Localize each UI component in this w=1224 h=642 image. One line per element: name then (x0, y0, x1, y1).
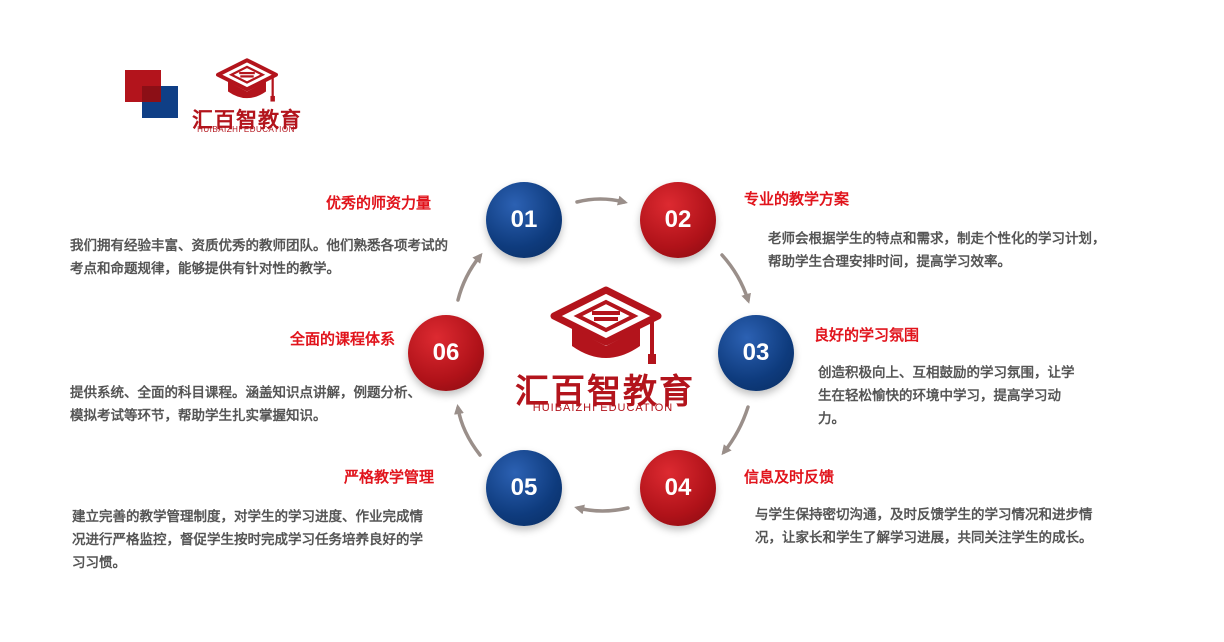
step-desc-06: 提供系统、全面的科目课程。涵盖知识点讲解，例题分析、模拟考试等环节，帮助学生扎实… (70, 385, 421, 424)
step-desc-04: 与学生保持密切沟通，及时反馈学生的学习情况和进步情况，让家长和学生了解学习进展，… (755, 507, 1093, 546)
logo-subtitle-center: HUIBAIZHI EDUCATION (532, 402, 674, 414)
step-desc-01: 我们拥有经验丰富、资质优秀的教师团队。他们熟悉各项考试的考点和命题规律，能够提供… (70, 238, 448, 277)
step-title-05: 严格教学管理 (344, 468, 435, 486)
step-circle-05: 05 (486, 450, 562, 526)
arrow-05-06 (454, 404, 482, 457)
logo-subtitle-small: HUIBAIZHI EDUCATION (197, 125, 295, 134)
step-circle-01: 01 (486, 182, 562, 258)
arrow-04-05 (574, 504, 630, 515)
step-title-02: 专业的教学方案 (744, 190, 850, 208)
step-circle-03: 03 (718, 315, 794, 391)
step-desc-02: 老师会根据学生的特点和需求，制走个性化的学习计划，帮助学生合理安排时间，提高学习… (768, 231, 1106, 270)
step-title-03: 良好的学习氛围 (814, 326, 920, 344)
arrow-06-01 (456, 252, 483, 302)
graduation-cap-logo-icon (216, 58, 278, 102)
logo-name-center: 汇百智教育 (515, 372, 695, 412)
arrow-03-04 (721, 405, 750, 456)
arrow-01-02 (575, 195, 628, 206)
graduation-cap-center-icon (550, 286, 662, 364)
step-desc-03: 创造积极向上、互相鼓励的学习氛围，让学生在轻松愉快的环境中学习，提高学习动力。 (818, 365, 1075, 427)
step-desc-05: 建立完善的教学管理制度，对学生的学习进度、作业完成情况进行严格监控，督促学生按时… (72, 509, 423, 571)
step-title-01: 优秀的师资力量 (326, 194, 432, 212)
logo-name-small: 汇百智教育 (192, 108, 302, 132)
step-title-06: 全面的课程体系 (290, 330, 396, 348)
step-circle-06: 06 (408, 315, 484, 391)
step-circle-04: 04 (640, 450, 716, 526)
step-circle-02: 02 (640, 182, 716, 258)
arrow-02-03 (720, 253, 751, 304)
logo-square-overlap (142, 86, 161, 102)
step-title-04: 信息及时反馈 (744, 468, 835, 486)
